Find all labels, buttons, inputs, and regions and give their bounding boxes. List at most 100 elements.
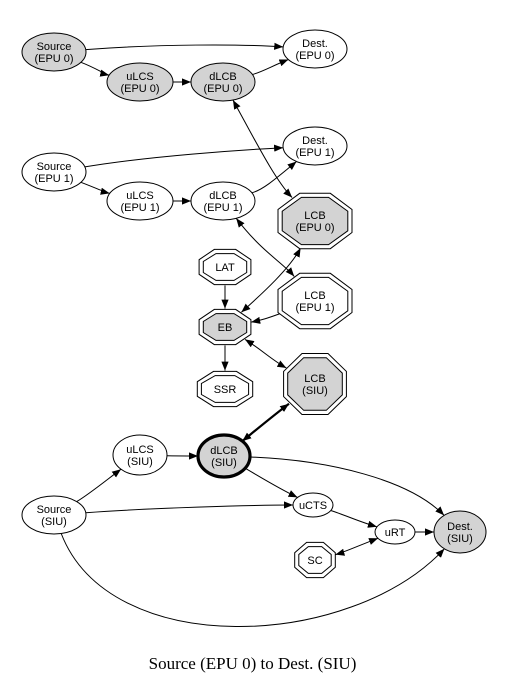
node-label-line: LCB — [304, 210, 325, 222]
node-label-line: (EPU 1) — [34, 173, 73, 185]
edge-source-epu1-to-ulcs-epu1 — [80, 181, 110, 195]
node-label-line: (EPU 0) — [295, 50, 334, 62]
edges-layer — [60, 42, 445, 627]
node-shape — [282, 126, 348, 166]
edge-dlcb-epu1-to-dest-epu1 — [251, 161, 297, 194]
node-dlcb-siu[interactable]: dLCB(SIU) — [196, 433, 252, 479]
node-inner-octagon — [298, 546, 332, 574]
node-label-line: Dest. — [302, 135, 328, 147]
node-shape — [106, 62, 174, 102]
node-source-epu0[interactable]: Source(EPU 0) — [21, 32, 87, 72]
node-label-line: (EPU 0) — [203, 83, 242, 95]
node-shape — [190, 62, 256, 102]
edge-dlcb-epu0-to-lcb-epu0 — [232, 99, 293, 198]
node-label-line: dLCB — [209, 71, 237, 83]
node-shape — [282, 29, 348, 69]
node-label-line: (EPU 1) — [295, 302, 334, 314]
edge-source-epu0-to-ulcs-epu0 — [80, 61, 110, 77]
edge-dlcb-epu0-to-dest-epu0 — [252, 59, 289, 75]
node-label-line: SC — [307, 555, 322, 567]
node-shape — [374, 519, 416, 545]
edge-source-siu-to-dest-siu — [60, 533, 445, 627]
edge-source-siu-to-ucts — [85, 501, 294, 514]
node-label-line: (EPU 1) — [203, 202, 242, 214]
node-eb[interactable]: EB — [198, 308, 252, 346]
node-inner-octagon — [281, 196, 349, 246]
node-lcb-siu[interactable]: LCB(SIU) — [283, 353, 347, 415]
node-label-line: Source — [37, 161, 72, 173]
node-label-line: (EPU 0) — [295, 222, 334, 234]
node-inner-octagon — [202, 313, 248, 341]
node-label-line: LCB — [304, 373, 325, 385]
edge-dlcb-siu-to-ucts — [244, 467, 298, 498]
node-label-line: Source — [37, 41, 72, 53]
node-lcb-epu1[interactable]: LCB(EPU 1) — [277, 272, 353, 330]
node-shape — [196, 433, 252, 479]
node-label-line: Dest. — [302, 38, 328, 50]
node-label-line: SSR — [214, 384, 237, 396]
node-inner-octagon — [200, 375, 250, 403]
node-shape — [433, 510, 487, 554]
edge-source-siu-to-ulcs-siu — [76, 468, 122, 503]
node-lcb-epu0[interactable]: LCB(EPU 0) — [277, 192, 353, 250]
node-ssr[interactable]: SSR — [196, 370, 254, 408]
node-shape — [21, 32, 87, 72]
node-shape — [190, 181, 256, 221]
edge-lcb-epu1-to-eb — [251, 313, 281, 324]
node-sc[interactable]: SC — [294, 541, 336, 579]
node-shape — [21, 152, 87, 192]
node-ulcs-epu0[interactable]: uLCS(EPU 0) — [106, 62, 174, 102]
node-label-line: LAT — [215, 262, 235, 274]
node-label-line: dLCB — [210, 445, 238, 457]
node-dest-epu0[interactable]: Dest.(EPU 0) — [282, 29, 348, 69]
edge-sc-to-urt — [335, 537, 379, 556]
node-dest-epu1[interactable]: Dest.(EPU 1) — [282, 126, 348, 166]
node-lat[interactable]: LAT — [198, 248, 252, 286]
node-label-line: (SIU) — [41, 516, 67, 528]
node-inner-octagon — [281, 276, 349, 326]
node-label-line: Source — [37, 504, 72, 516]
node-label-line: (SIU) — [127, 456, 153, 468]
edge-dlcb-siu-to-dest-siu — [249, 456, 445, 516]
node-label-line: uCTS — [299, 500, 327, 512]
node-source-siu[interactable]: Source(SIU) — [21, 495, 87, 535]
edge-lcb-epu0-to-eb — [241, 247, 302, 313]
node-label-line: (SIU) — [211, 457, 237, 469]
node-label-line: uLCS — [126, 71, 154, 83]
node-label-line: uLCS — [126, 444, 154, 456]
node-dest-siu[interactable]: Dest.(SIU) — [433, 510, 487, 554]
node-label-line: EB — [218, 322, 233, 334]
edge-eb-to-lcb-siu — [244, 338, 287, 369]
node-shape — [21, 495, 87, 535]
node-shape — [292, 492, 334, 518]
node-label-line: dLCB — [209, 190, 237, 202]
edge-source-epu0-to-dest-epu0 — [85, 42, 284, 51]
node-dlcb-epu1[interactable]: dLCB(EPU 1) — [190, 181, 256, 221]
node-ucts[interactable]: uCTS — [292, 492, 334, 518]
node-label-line: uRT — [385, 527, 406, 539]
node-label-line: uLCS — [126, 190, 154, 202]
node-ulcs-epu1[interactable]: uLCS(EPU 1) — [106, 181, 174, 221]
node-label-line: (EPU 0) — [34, 53, 73, 65]
diagram-caption: Source (EPU 0) to Dest. (SIU) — [148, 654, 357, 673]
node-label-line: LCB — [304, 290, 325, 302]
node-label-line: (EPU 1) — [120, 202, 159, 214]
node-shape — [106, 181, 174, 221]
node-source-epu1[interactable]: Source(EPU 1) — [21, 152, 87, 192]
edge-ucts-to-urt — [330, 510, 378, 528]
edge-source-epu1-to-dest-epu1 — [84, 144, 284, 168]
node-inner-octagon — [287, 357, 343, 411]
node-inner-octagon — [202, 253, 248, 281]
node-label-line: (SIU) — [302, 385, 328, 397]
node-shape — [112, 434, 168, 476]
nodes-layer: Source(EPU 0)Dest.(EPU 0)uLCS(EPU 0)dLCB… — [21, 29, 487, 579]
node-urt[interactable]: uRT — [374, 519, 416, 545]
node-ulcs-siu[interactable]: uLCS(SIU) — [112, 434, 168, 476]
node-dlcb-epu0[interactable]: dLCB(EPU 0) — [190, 62, 256, 102]
edge-dlcb-siu-to-lcb-siu — [241, 402, 290, 442]
node-label-line: (EPU 1) — [295, 147, 334, 159]
node-label-line: Dest. — [447, 521, 473, 533]
node-label-line: (EPU 0) — [120, 83, 159, 95]
node-label-line: (SIU) — [447, 533, 473, 545]
